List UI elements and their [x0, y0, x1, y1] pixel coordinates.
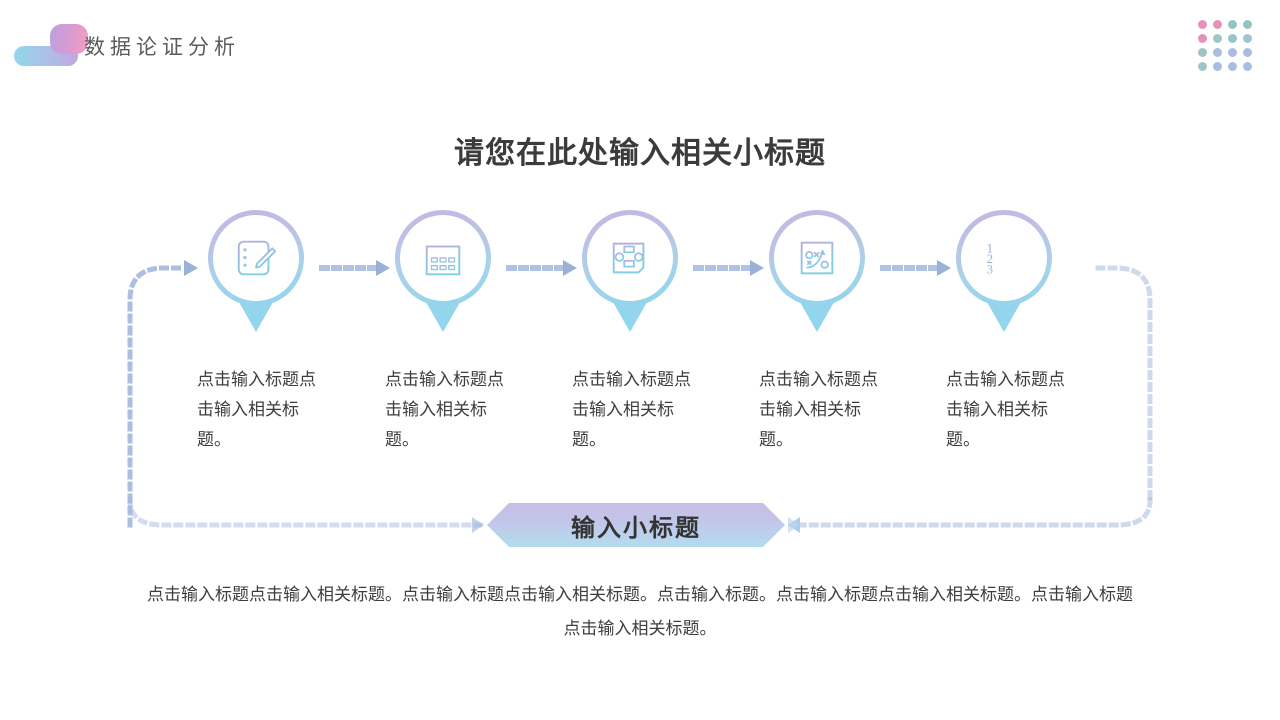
svg-text:2: 2 [987, 252, 993, 266]
dot-9 [1198, 48, 1207, 57]
dot-16 [1243, 62, 1252, 71]
brand-ribbon-logo-icon [14, 20, 88, 68]
dot-8 [1243, 34, 1252, 43]
pin-ring-2 [395, 210, 491, 306]
svg-text:3: 3 [987, 262, 993, 276]
step-pin-row: 1 2 3 [0, 210, 1280, 335]
flowchart-document-icon [612, 242, 645, 274]
page-title: 请您在此处输入相关小标题 [454, 137, 826, 170]
step-caption-row: 点击输入标题点击输入相关标题。 点击输入标题点击输入相关标题。 点击输入标题点击… [0, 365, 1280, 475]
numbered-list-icon: 1 2 3 [987, 241, 1022, 276]
slide-header: 数据论证分析 [0, 0, 1280, 90]
step-caption-5: 点击输入标题点击输入相关标题。 [946, 370, 1065, 450]
dot-5 [1198, 34, 1207, 43]
section-banner-label: 输入小标题 [571, 514, 701, 542]
step-pin-2[interactable] [395, 210, 491, 332]
pin-ring-3 [582, 210, 678, 306]
step-caption-1: 点击输入标题点击输入相关标题。 [197, 370, 316, 450]
pin-ring-1 [208, 210, 304, 306]
dot-12 [1243, 48, 1252, 57]
dot-14 [1213, 62, 1222, 71]
dot-6 [1213, 34, 1222, 43]
pin-ring-4 [769, 210, 865, 306]
calendar-icon [425, 241, 461, 276]
dot-15 [1228, 62, 1237, 71]
brand-title: 数据论证分析 [84, 35, 240, 59]
strategy-board-icon [800, 241, 834, 275]
section-banner[interactable]: 输入小标题 [487, 503, 785, 547]
dot-3 [1228, 20, 1237, 29]
dot-10 [1213, 48, 1222, 57]
step-caption-4: 点击输入标题点击输入相关标题。 [759, 370, 878, 450]
dot-grid-decoration-icon [1198, 20, 1258, 76]
step-pin-4[interactable] [769, 210, 865, 332]
dot-4 [1243, 20, 1252, 29]
dot-2 [1213, 20, 1222, 29]
dot-13 [1198, 62, 1207, 71]
step-pin-5[interactable]: 1 2 3 [956, 210, 1052, 332]
step-pin-1[interactable] [208, 210, 304, 332]
step-caption-2: 点击输入标题点击输入相关标题。 [385, 370, 504, 450]
checklist-pencil-icon [237, 240, 277, 276]
step-pin-3[interactable] [582, 210, 678, 332]
dot-11 [1228, 48, 1237, 57]
dot-1 [1198, 20, 1207, 29]
body-paragraph: 点击输入标题点击输入相关标题。点击输入标题点击输入相关标题。点击输入标题。点击输… [147, 585, 1133, 639]
step-caption-3: 点击输入标题点击输入相关标题。 [572, 370, 691, 450]
svg-text:1: 1 [987, 241, 993, 255]
dot-7 [1228, 34, 1237, 43]
logo-bar-upper [50, 24, 88, 54]
pin-ring-5: 1 2 3 [956, 210, 1052, 306]
